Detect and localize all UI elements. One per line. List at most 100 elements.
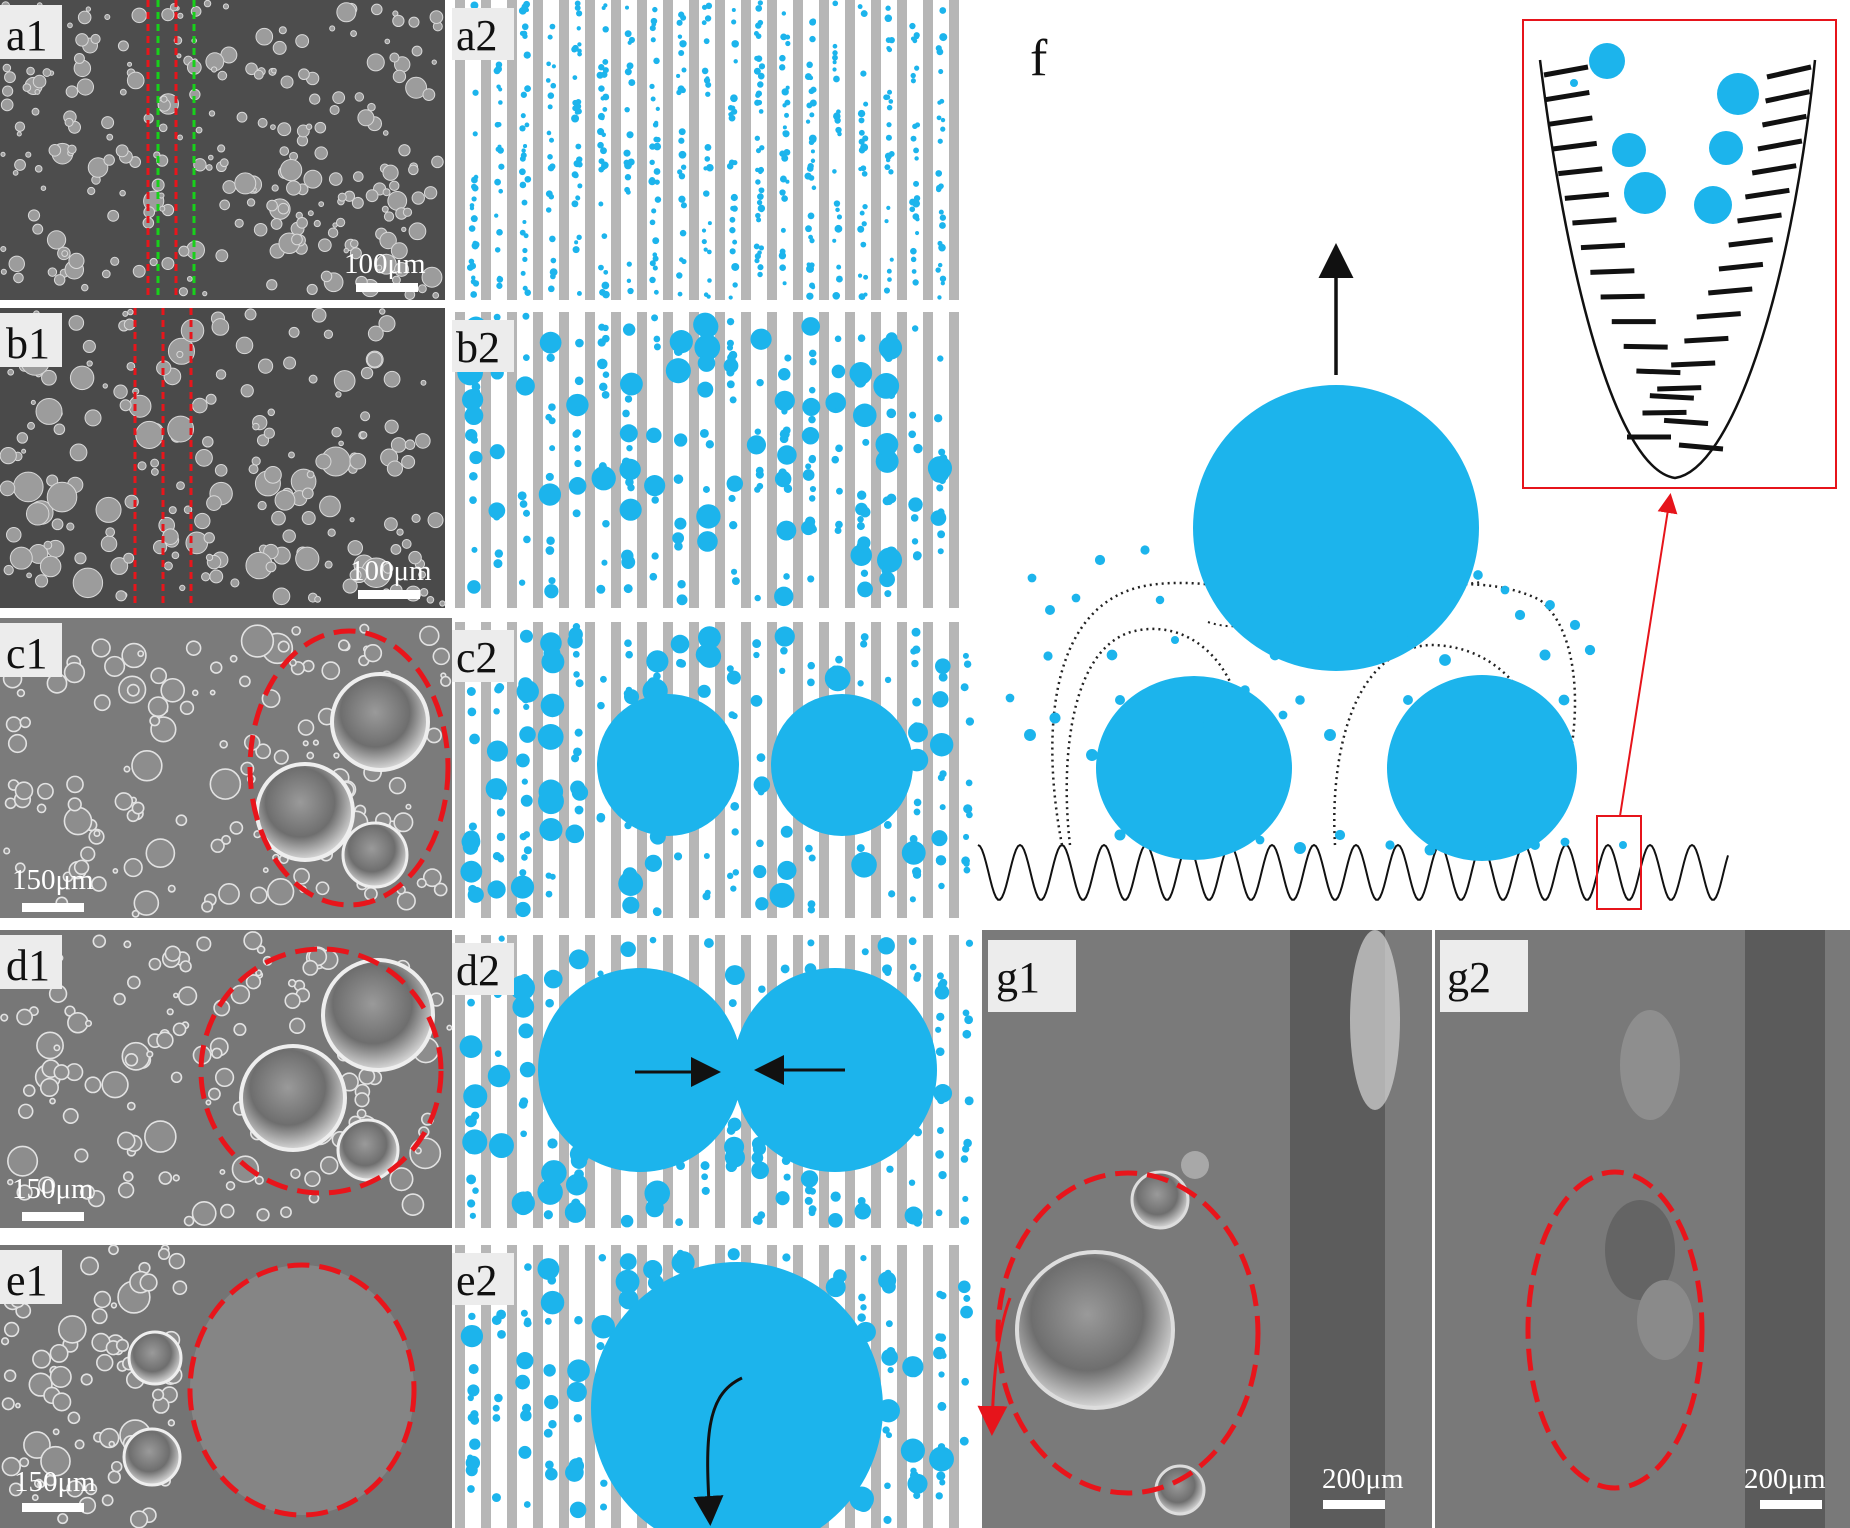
droplet: [492, 1404, 500, 1412]
droplet: [911, 627, 921, 637]
red-dashed-ellipse: [247, 628, 451, 908]
droplet: [80, 1256, 99, 1276]
droplet: [758, 187, 765, 194]
droplet: [755, 1217, 763, 1225]
droplet: [644, 1180, 671, 1207]
droplet: [655, 106, 660, 112]
droplet: [780, 646, 788, 655]
droplet: [40, 1445, 71, 1477]
droplet: [119, 399, 132, 412]
droplet: [649, 572, 658, 581]
droplet: [937, 262, 943, 268]
scale-bar-label: 150μm: [12, 1173, 94, 1205]
droplet: [832, 291, 841, 300]
droplet: [887, 277, 892, 282]
coalescing-droplet: [771, 694, 913, 836]
droplet: [105, 527, 116, 538]
droplet: [860, 70, 867, 77]
droplet: [936, 484, 944, 492]
droplet: [912, 867, 922, 877]
dotted-outline: [1333, 643, 1548, 850]
droplet: [342, 578, 358, 594]
droplet: [854, 1202, 872, 1220]
droplet: [113, 992, 126, 1006]
droplet: [781, 11, 787, 16]
droplet: [282, 529, 296, 543]
droplet: [523, 535, 531, 544]
droplet: [467, 1485, 475, 1493]
droplet: [16, 432, 29, 444]
droplet: [934, 984, 950, 1000]
droplet: [550, 257, 557, 264]
droplet: [963, 1294, 971, 1302]
droplet: [779, 64, 786, 71]
droplet: [239, 675, 251, 688]
droplet: [87, 157, 109, 178]
panel-label: a1: [6, 11, 48, 60]
droplet: [927, 456, 953, 481]
droplet: [551, 64, 556, 69]
droplet: [755, 5, 763, 12]
droplet: [389, 52, 400, 63]
droplet: [836, 264, 842, 270]
droplet: [333, 370, 356, 392]
droplet: [756, 99, 763, 106]
droplet: [849, 362, 873, 385]
droplet: [1043, 651, 1053, 661]
departing-droplet: [591, 1262, 883, 1528]
droplet: [498, 163, 505, 170]
droplet: [195, 449, 213, 467]
droplet: [652, 237, 660, 245]
droplet: [230, 578, 240, 588]
droplet: [432, 647, 451, 666]
droplet: [179, 584, 186, 592]
droplet: [7, 368, 15, 376]
droplet: [650, 96, 656, 102]
droplet: [119, 88, 127, 96]
droplet: [1473, 570, 1483, 580]
droplet: [622, 896, 640, 914]
droplet: [863, 274, 869, 280]
droplet: [935, 1047, 945, 1056]
droplet: [961, 856, 970, 866]
droplet: [833, 75, 840, 83]
droplet: [651, 314, 659, 322]
droplet: [396, 528, 404, 536]
droplet: [904, 1206, 923, 1225]
schematic-droplets-a2: [467, 0, 948, 300]
droplet: [497, 1329, 506, 1339]
droplet: [731, 40, 739, 48]
micro-structure: [1761, 113, 1807, 128]
droplet: [805, 119, 811, 124]
droplet: [861, 170, 868, 177]
droplet: [308, 374, 318, 384]
droplet: [908, 937, 917, 946]
droplet: [253, 69, 264, 80]
droplet: [510, 875, 535, 899]
droplet: [307, 210, 314, 217]
droplet: [729, 248, 736, 255]
droplet: [834, 527, 842, 535]
droplet: [486, 740, 509, 762]
droplet: [101, 1071, 129, 1099]
droplet: [176, 481, 185, 490]
droplet: [231, 1155, 260, 1183]
droplet: [909, 22, 916, 30]
droplet: [600, 96, 606, 101]
droplet: [623, 584, 633, 594]
droplet: [336, 2, 357, 23]
droplet: [1589, 43, 1625, 79]
droplet: [726, 162, 734, 170]
droplet: [963, 866, 971, 874]
droplet: [168, 506, 177, 515]
droplet: [965, 779, 973, 787]
droplet: [544, 1317, 552, 1325]
droplet: [809, 485, 817, 493]
droplet: [472, 131, 478, 137]
droplet: [519, 832, 528, 841]
droplet: [101, 1494, 114, 1507]
droplet: [547, 154, 553, 160]
large-droplet: [239, 1044, 347, 1152]
droplet: [1570, 79, 1578, 87]
droplet: [494, 247, 501, 253]
